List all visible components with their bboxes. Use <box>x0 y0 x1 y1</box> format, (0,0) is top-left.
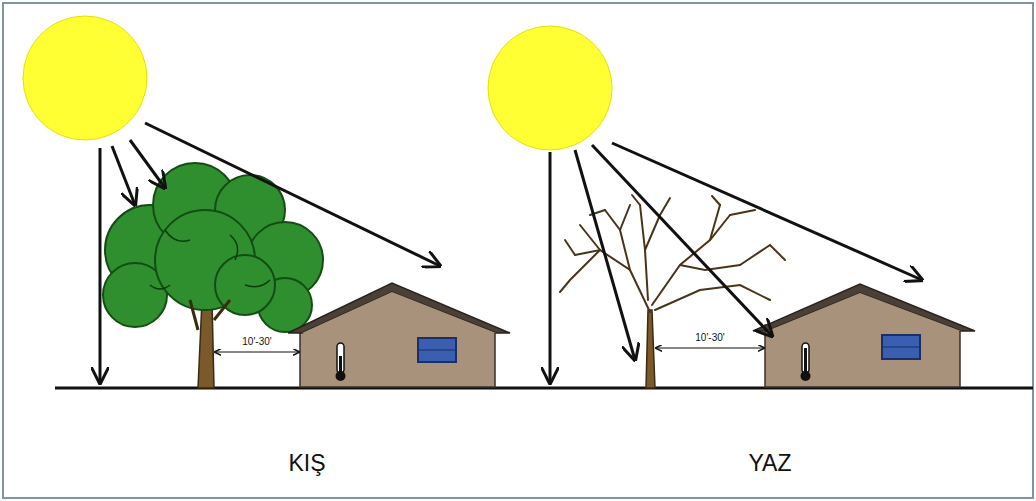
thermometer <box>801 343 811 381</box>
dimension-line <box>215 352 299 353</box>
house-gable <box>767 293 961 331</box>
dimension-line <box>656 348 764 349</box>
tree-branch <box>190 300 230 330</box>
thermometer-bulb <box>801 371 811 381</box>
tree-canopy <box>103 163 323 332</box>
house-gable <box>302 292 496 333</box>
house-roof <box>288 283 510 333</box>
thermometer-level <box>804 348 807 373</box>
house-window <box>418 338 456 362</box>
branch <box>640 205 660 300</box>
thermometer-tube <box>337 343 344 373</box>
leaf-line <box>230 235 238 260</box>
season-label: KIŞ <box>288 452 325 475</box>
house-roof <box>753 284 975 331</box>
branch <box>655 285 770 310</box>
branch <box>605 210 630 270</box>
thermometer-tube <box>802 343 809 373</box>
frame <box>3 3 1033 498</box>
dimension-label: 10'-30' <box>242 337 271 347</box>
sun-ray <box>130 140 165 188</box>
leaf-line <box>165 230 190 241</box>
house-wall <box>300 328 495 387</box>
branch <box>560 225 600 292</box>
sun-ray <box>549 152 552 383</box>
sun-ray <box>112 146 135 205</box>
dimension-label: 10'-30' <box>695 333 724 343</box>
tree-trunk <box>646 310 655 388</box>
thermometer-level <box>339 356 342 373</box>
leaf-line <box>245 280 270 287</box>
sun-ray <box>99 148 102 383</box>
twig <box>632 195 720 215</box>
thermometer <box>336 343 346 381</box>
leaf-detail <box>150 230 270 289</box>
thermometer-bulb <box>336 371 346 381</box>
window-bar <box>418 350 456 351</box>
sun-ray <box>145 123 440 266</box>
sun <box>488 26 612 150</box>
sun-ray <box>612 143 922 280</box>
window-bar <box>882 347 920 348</box>
leaf-line <box>150 285 170 289</box>
house-wall <box>765 325 960 387</box>
house-window <box>882 335 920 359</box>
season-label: YAZ <box>748 452 791 475</box>
sun <box>23 16 147 140</box>
